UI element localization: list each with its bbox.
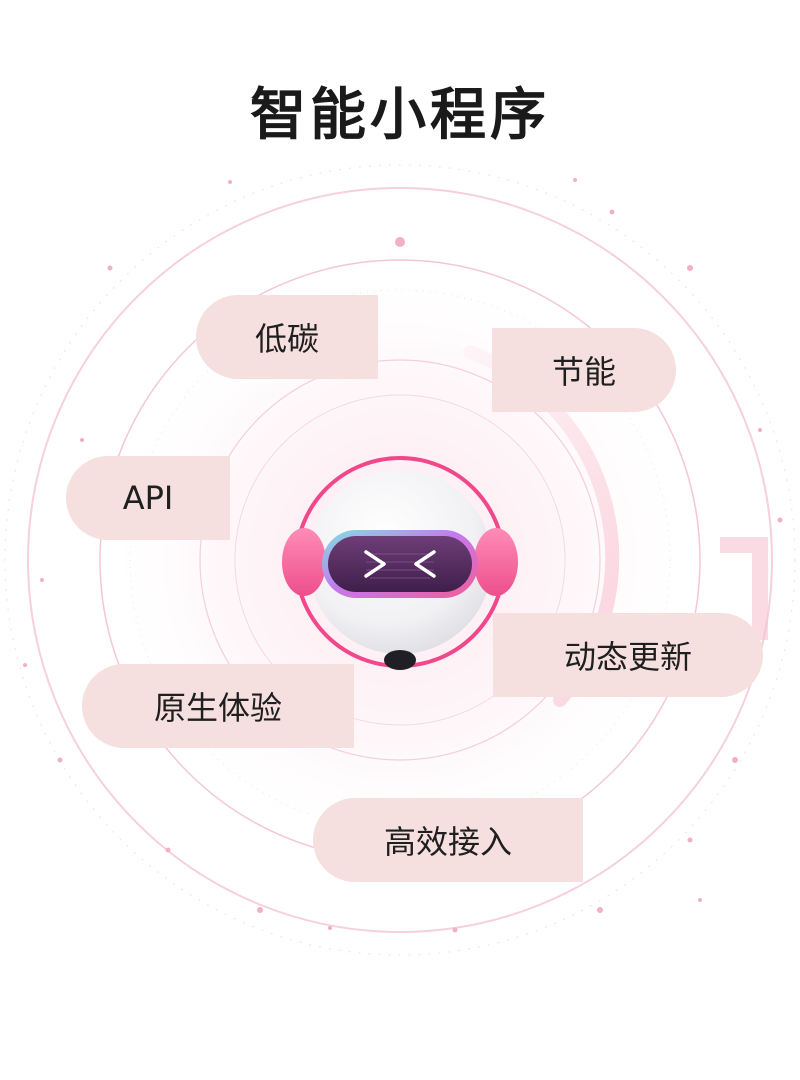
feature-dynamic-update: 动态更新 <box>493 613 763 697</box>
feature-low-carbon: 低碳 <box>196 295 378 379</box>
robot-mascot-icon <box>282 456 518 670</box>
feature-native-experience: 原生体验 <box>82 664 354 748</box>
feature-native-experience-label: 原生体验 <box>153 689 282 727</box>
feature-dynamic-update-label: 动态更新 <box>563 638 692 676</box>
feature-low-carbon-label: 低碳 <box>254 320 319 358</box>
page-title: 智能小程序 <box>250 83 550 148</box>
feature-api: API <box>66 456 230 540</box>
feature-api-label: API <box>122 479 174 517</box>
feature-efficient-access-label: 高效接入 <box>383 823 512 861</box>
feature-energy-saving: 节能 <box>492 328 676 412</box>
feature-energy-saving-label: 节能 <box>551 353 616 391</box>
closed-eyes-icon <box>364 550 436 578</box>
feature-efficient-access: 高效接入 <box>313 798 583 882</box>
